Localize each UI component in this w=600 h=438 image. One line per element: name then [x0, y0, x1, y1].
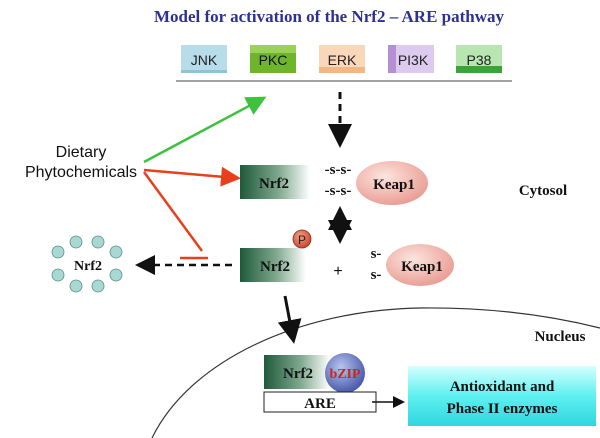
nuclear-nrf2-label: Nrf2	[283, 366, 313, 382]
dissociated-state: Nrf2 P + s- s- Keap1	[240, 229, 454, 286]
phospho-label: P	[298, 233, 306, 247]
bzip-label: bZIP	[329, 367, 361, 382]
proteasome-cluster: Nrf2	[51, 235, 123, 293]
free-s-top: s-	[371, 246, 382, 262]
nrf2-keap1-complex: Nrf2 -s-s- -s-s- Keap1	[240, 161, 428, 205]
free-keap1-label: Keap1	[401, 259, 443, 275]
free-nrf2-label: Nrf2	[260, 259, 290, 275]
nuclear-membrane	[151, 307, 600, 438]
are-label: ARE	[304, 396, 336, 412]
kinase-row: JNK PKC ERK PI3K P38	[176, 45, 512, 82]
red-inhibition-line	[142, 171, 204, 252]
dietary-label-line2: Phytochemicals	[25, 164, 137, 181]
complex-nrf2-box	[240, 165, 310, 199]
nuclear-complex: Nrf2 bZIP ARE	[263, 353, 377, 413]
free-s-bottom: s-	[371, 267, 382, 283]
nucleus-label: Nucleus	[535, 329, 586, 345]
kinase-jnk: JNK	[181, 45, 227, 73]
complex-nrf2-label: Nrf2	[259, 176, 289, 192]
kinase-jnk-label: JNK	[191, 52, 218, 68]
bzip-circle	[325, 353, 365, 393]
green-arrow	[143, 96, 267, 164]
output-line2: Phase II enzymes	[447, 401, 558, 417]
kinase-erk-label: ERK	[328, 52, 357, 68]
kinase-p38: P38	[456, 45, 502, 73]
free-nrf2-box	[240, 248, 306, 282]
phospho-circle	[292, 229, 312, 249]
translocation-arrow	[277, 295, 302, 344]
diagram-title: Model for activation of the Nrf2 – ARE p…	[154, 7, 505, 26]
dietary-label-line1: Dietary	[56, 144, 107, 161]
degraded-nrf2-label: Nrf2	[74, 259, 102, 274]
output-line1: Antioxidant and	[450, 379, 555, 395]
plus-sign: +	[333, 263, 342, 280]
cytosol-label: Cytosol	[519, 183, 567, 199]
kinase-pi3k: PI3K	[388, 45, 434, 73]
kinase-pkc: PKC	[250, 45, 296, 73]
kinase-p38-label: P38	[467, 52, 492, 68]
complex-bond-top: -s-s-	[325, 162, 352, 178]
nuclear-nrf2-box	[264, 355, 330, 389]
red-arrow	[143, 166, 241, 187]
complex-keap1	[356, 161, 428, 205]
kinase-pkc-label: PKC	[259, 52, 288, 68]
output-box: Antioxidant and Phase II enzymes	[408, 366, 596, 426]
complex-keap1-label: Keap1	[373, 177, 415, 193]
complex-bond-bottom: -s-s-	[325, 183, 352, 199]
kinase-pi3k-label: PI3K	[398, 52, 429, 68]
free-keap1	[386, 244, 454, 286]
kinase-erk: ERK	[319, 45, 365, 73]
